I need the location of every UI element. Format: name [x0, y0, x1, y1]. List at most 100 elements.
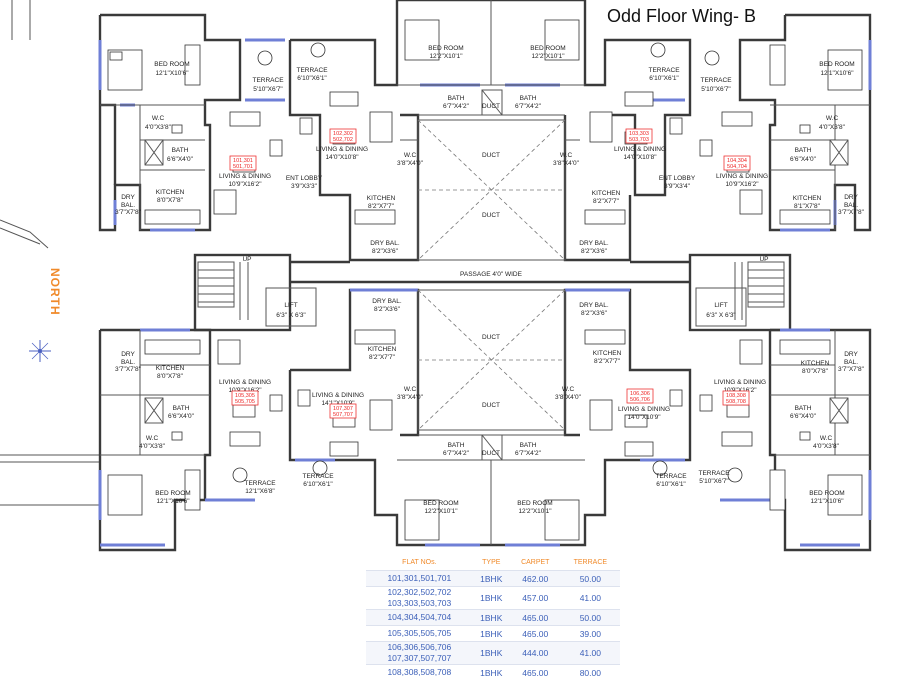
furniture [108, 20, 862, 540]
room-bedroom-ul: BED ROOM 12'1"X10'6" [154, 61, 189, 77]
svg-text:4'0"X3'8": 4'0"X3'8" [819, 124, 846, 131]
svg-text:BATH: BATH [448, 442, 465, 449]
cell-carpet: 465.00 [510, 610, 561, 626]
col-header-flat-nos: FLAT NOs. [366, 554, 473, 571]
svg-text:505,705: 505,705 [235, 399, 255, 405]
svg-text:DRY: DRY [844, 351, 858, 358]
svg-text:8'2"X7'7": 8'2"X7'7" [369, 354, 396, 361]
stair-up-left: UP [242, 256, 251, 263]
room-terrace-ulc: TERRACE 6'10"X6'1" [296, 67, 328, 82]
svg-text:8'2"X3'6": 8'2"X3'6" [581, 310, 608, 317]
svg-text:507,707: 507,707 [333, 412, 353, 418]
svg-text:6'7"X4'2": 6'7"X4'2" [443, 103, 470, 110]
room-kitchen-ur: KITCHEN 8'1"X7'8" [793, 195, 822, 210]
svg-text:12'2"X10'1": 12'2"X10'1" [518, 508, 552, 515]
svg-text:DUCT: DUCT [482, 152, 500, 159]
cell-type: 1BHK [473, 610, 510, 626]
room-wc-llc: W.C 3'8"X4'0" [397, 386, 424, 401]
svg-text:10'9"X16'2": 10'9"X16'2" [725, 181, 759, 188]
passage-label: PASSAGE 4'0" WIDE [460, 271, 523, 278]
svg-text:BAL.: BAL. [844, 359, 858, 366]
room-kitchen-ulc: KITCHEN 8'2"X7'7" [367, 195, 396, 210]
svg-text:3'7"X7'8": 3'7"X7'8" [115, 209, 142, 216]
svg-text:TERRACE: TERRACE [302, 473, 334, 480]
room-wc-ur: W.C 4'0"X3'8" [819, 115, 846, 131]
svg-text:BED ROOM: BED ROOM [517, 500, 552, 507]
lift-left: LIFT 6'3" X 6'3" [276, 302, 306, 319]
room-kitchen-ul: KITCHEN 8'0"X7'8" [156, 189, 185, 204]
room-terrace-lr: TERRACE 5'10"X6'7" [698, 470, 730, 485]
room-bath-ul: BATH 6'6"X4'0" [167, 147, 194, 163]
room-living-ur: LIVING & DINING 10'9"X16'2" [716, 173, 768, 188]
room-bedroom-urc: BED ROOM 12'2"X10'1" [530, 45, 565, 60]
svg-text:BATH: BATH [173, 405, 190, 412]
svg-text:4'0"X3'8": 4'0"X3'8" [813, 443, 840, 450]
svg-text:3'7"X7'8": 3'7"X7'8" [115, 366, 142, 373]
svg-text:KITCHEN: KITCHEN [592, 190, 621, 197]
room-terrace-lrc: TERRACE 6'10"X6'1" [655, 473, 687, 488]
svg-text:KITCHEN: KITCHEN [801, 360, 830, 367]
svg-text:8'2"X3'6": 8'2"X3'6" [581, 248, 608, 255]
svg-text:DUCT: DUCT [482, 402, 500, 409]
room-bath-ur: BATH 6'6"X4'0" [790, 147, 817, 163]
svg-text:DRY: DRY [121, 351, 135, 358]
svg-text:12'1"X10'6": 12'1"X10'6" [156, 498, 190, 505]
svg-text:TERRACE: TERRACE [655, 473, 687, 480]
svg-text:6'3" X 6'3": 6'3" X 6'3" [706, 312, 736, 319]
cell-type: 1BHK [473, 642, 510, 665]
room-wc-lrc: W.C 3'8"X4'0" [555, 386, 582, 401]
cell-flats: 102,302,502,702 103,303,503,703 [366, 587, 473, 610]
svg-text:3'7"X7'8": 3'7"X7'8" [838, 209, 865, 216]
svg-text:12'1"X10'6": 12'1"X10'6" [155, 70, 189, 77]
svg-text:DUCT: DUCT [482, 103, 500, 110]
svg-text:TERRACE: TERRACE [244, 480, 276, 487]
flat-tag-501: 101,301 501,701 [230, 156, 256, 170]
compass-icon [29, 340, 51, 362]
room-bedroom-lrc: BED ROOM 12'2"X10'1" [517, 500, 552, 515]
svg-text:LIVING & DINING: LIVING & DINING [714, 379, 766, 386]
svg-text:10'9"X16'2": 10'9"X16'2" [228, 181, 262, 188]
svg-text:TERRACE: TERRACE [698, 470, 730, 477]
svg-text:DUCT: DUCT [482, 450, 500, 457]
table-row: 101,301,501,701 1BHK 462.00 50.00 [366, 571, 620, 587]
svg-text:DRY BAL.: DRY BAL. [370, 240, 400, 247]
svg-text:KITCHEN: KITCHEN [367, 195, 396, 202]
svg-text:502,702: 502,702 [333, 137, 353, 143]
room-wc-lr: W.C 4'0"X3'8" [813, 435, 840, 450]
room-kitchen-llc: KITCHEN 8'2"X7'7" [368, 346, 397, 361]
room-wc-urc: W.C 3'8"X4'0" [553, 152, 580, 167]
room-lobby-ulc: ENT LOBBY 3'9"X3'3" [286, 175, 323, 190]
svg-text:6'6"X4'0": 6'6"X4'0" [790, 413, 817, 420]
svg-text:6'3" X 6'3": 6'3" X 6'3" [276, 312, 306, 319]
room-kitchen-lrc: KITCHEN 8'2"X7'7" [593, 350, 622, 365]
room-bath-urc: BATH 6'7"X4'2" [515, 95, 542, 110]
table-row: 102,302,502,702 103,303,503,703 1BHK 457… [366, 587, 620, 610]
svg-text:4'0"X3'8": 4'0"X3'8" [139, 443, 166, 450]
col-header-carpet: CARPET [510, 554, 561, 571]
svg-text:BED ROOM: BED ROOM [809, 490, 844, 497]
cell-carpet: 465.00 [510, 626, 561, 642]
room-terrace-llc: TERRACE 6'10"X6'1" [302, 473, 334, 488]
cell-carpet: 462.00 [510, 571, 561, 587]
svg-text:504,704: 504,704 [727, 164, 747, 170]
svg-text:508,708: 508,708 [726, 399, 746, 405]
room-kitchen-ll: KITCHEN 8'0"X7'8" [156, 365, 185, 380]
room-living-ulc: LIVING & DINING 14'0"X10'8" [316, 146, 368, 161]
svg-text:501,701: 501,701 [233, 164, 253, 170]
svg-text:KITCHEN: KITCHEN [156, 189, 185, 196]
svg-text:6'7"X4'2": 6'7"X4'2" [515, 103, 542, 110]
svg-text:3'8"X4'0": 3'8"X4'0" [555, 394, 582, 401]
room-wc-ulc: W.C 3'8"X4'0" [397, 152, 424, 167]
flat-tag-506: 106,306 506,706 [627, 389, 653, 403]
room-drybal-urc: DRY BAL. 8'2"X3'6" [579, 240, 609, 255]
svg-text:12'1"X10'6": 12'1"X10'6" [810, 498, 844, 505]
svg-text:W.C: W.C [404, 152, 417, 159]
window-marks [100, 40, 870, 545]
svg-text:KITCHEN: KITCHEN [593, 350, 622, 357]
svg-text:UP: UP [242, 256, 251, 263]
svg-text:BED ROOM: BED ROOM [154, 61, 189, 68]
svg-text:503,703: 503,703 [629, 137, 649, 143]
svg-text:12'2"X10'1": 12'2"X10'1" [531, 53, 565, 60]
table-header-row: FLAT NOs. TYPE CARPET TERRACE [366, 554, 620, 571]
svg-text:8'2"X7'7": 8'2"X7'7" [593, 198, 620, 205]
